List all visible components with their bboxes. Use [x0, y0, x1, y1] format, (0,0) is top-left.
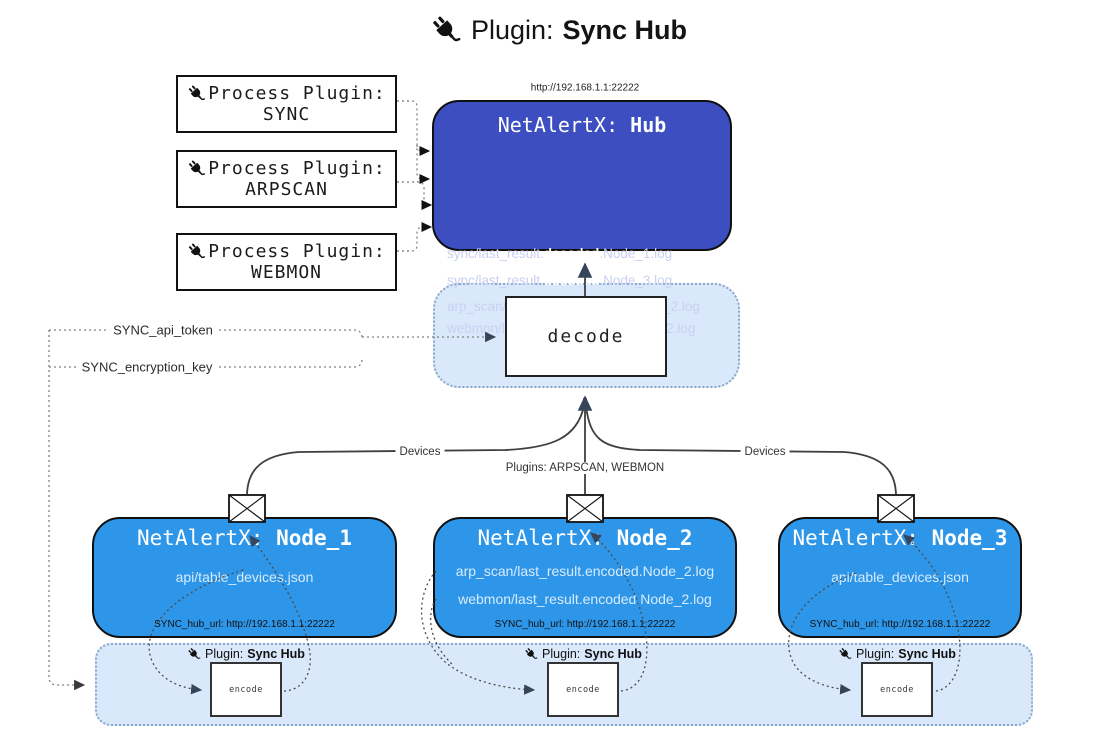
hub-url-label: http://192.168.1.1:22222: [530, 82, 640, 94]
process-plugin-name: ARPSCAN: [245, 179, 328, 200]
process-plugin-webmon-box: Process Plugin: WEBMON: [176, 233, 397, 291]
encoder-label-name: Sync Hub: [247, 647, 305, 661]
encode-label: encode: [566, 684, 600, 695]
edge-webmon-to-hub: [397, 221, 433, 252]
node1-hub-url: SYNC_hub_url: http://192.168.1.1:22222: [154, 619, 335, 630]
hub-box: NetAlertX: Hub sync/last_result.decoded.…: [432, 100, 732, 336]
encoder-label-prefix: Plugin:: [205, 647, 244, 661]
encoder-label-name: Sync Hub: [584, 647, 642, 661]
encoder-label-prefix: Plugin:: [856, 647, 895, 661]
node1-title: NetAlertX: Node_1: [137, 526, 352, 550]
process-plugin-sync-box: Process Plugin: SYNC: [176, 75, 397, 133]
node1-line: api/table_devices.json: [175, 569, 314, 585]
node3-line: api/table_devices.json: [831, 569, 969, 585]
edge-sync-to-hub-line1: [397, 100, 431, 185]
page-title-prefix: Plugin:: [470, 14, 554, 45]
node2-line: webmon/last_result.encoded.Node_2.log: [458, 591, 712, 607]
sync-api-token-label: SYNC_api_token: [109, 322, 217, 338]
node2-hub-url: SYNC_hub_url: http://192.168.1.1:22222: [494, 619, 676, 630]
plug-icon: [433, 16, 461, 42]
process-plugin-label: Process Plugin:: [208, 83, 386, 104]
encoder-label-name: Sync Hub: [898, 647, 956, 661]
encode-label: encode: [880, 684, 914, 695]
process-plugin-name: SYNC: [262, 104, 311, 125]
plug-icon: [839, 648, 852, 659]
devices-left-label: Devices: [395, 446, 445, 458]
encode-box-3: encode: [861, 662, 933, 717]
plug-icon: [189, 160, 206, 176]
encoder1-label: Plugin: Sync Hub: [187, 647, 305, 661]
node3-hub-url: SYNC_hub_url: http://192.168.1.1:22222: [809, 619, 991, 630]
hub-log-line: sync/last_result.decoded.Node_3.log: [447, 273, 673, 288]
hub-log-line: sync/last_result.decoded.Node_1.log: [447, 246, 673, 261]
devices-right-label: Devices: [740, 446, 790, 458]
node1-box: NetAlertX: Node_1 api/table_devices.json…: [92, 517, 397, 638]
process-plugin-row: Process Plugin:: [187, 241, 386, 262]
plugins-middle-label: Plugins: ARPSCAN, WEBMON: [501, 462, 669, 474]
edge-arpscan-to-hub: [397, 181, 433, 211]
process-plugin-label: Process Plugin:: [208, 158, 386, 179]
node2-box: NetAlertX: Node_2 arp_scan/last_result.e…: [433, 517, 737, 638]
encode-label: encode: [229, 684, 263, 695]
node2-line: arp_scan/last_result.encoded.Node_2.log: [455, 563, 715, 579]
envelope-icon: [228, 494, 266, 523]
page-title-name: Sync Hub: [562, 14, 688, 45]
decode-label: decode: [547, 326, 625, 347]
page-title: Plugin: Sync Hub: [0, 14, 1117, 46]
process-plugin-label: Process Plugin:: [208, 241, 386, 262]
node3-box: NetAlertX: Node_3 api/table_devices.json…: [778, 517, 1022, 638]
process-plugin-arpscan-box: Process Plugin: ARPSCAN: [176, 150, 397, 208]
process-plugin-name: WEBMON: [250, 262, 323, 283]
process-plugin-row: Process Plugin:: [187, 158, 386, 179]
plug-icon: [189, 243, 206, 259]
plug-icon: [189, 85, 206, 101]
encode-box-2: encode: [547, 662, 619, 717]
edge-settings-to-encode-panel: [48, 330, 86, 691]
plug-icon: [525, 648, 538, 659]
plug-icon: [188, 648, 201, 659]
hub-title: NetAlertX: Hub: [497, 113, 667, 137]
encoder3-label: Plugin: Sync Hub: [838, 647, 956, 661]
encoder-label-prefix: Plugin:: [542, 647, 581, 661]
envelope-icon: [877, 494, 915, 523]
decode-box: decode: [505, 296, 667, 377]
encode-box-1: encode: [210, 662, 282, 717]
sync-encryption-key-label: SYNC_encryption_key: [77, 359, 217, 375]
process-plugin-row: Process Plugin:: [187, 83, 386, 104]
node2-title: NetAlertX: Node_2: [477, 526, 693, 550]
envelope-icon: [566, 494, 604, 523]
encoder2-label: Plugin: Sync Hub: [524, 647, 642, 661]
edge-sync-to-hub-line2: [416, 144, 431, 157]
node3-title: NetAlertX: Node_3: [792, 526, 1008, 550]
